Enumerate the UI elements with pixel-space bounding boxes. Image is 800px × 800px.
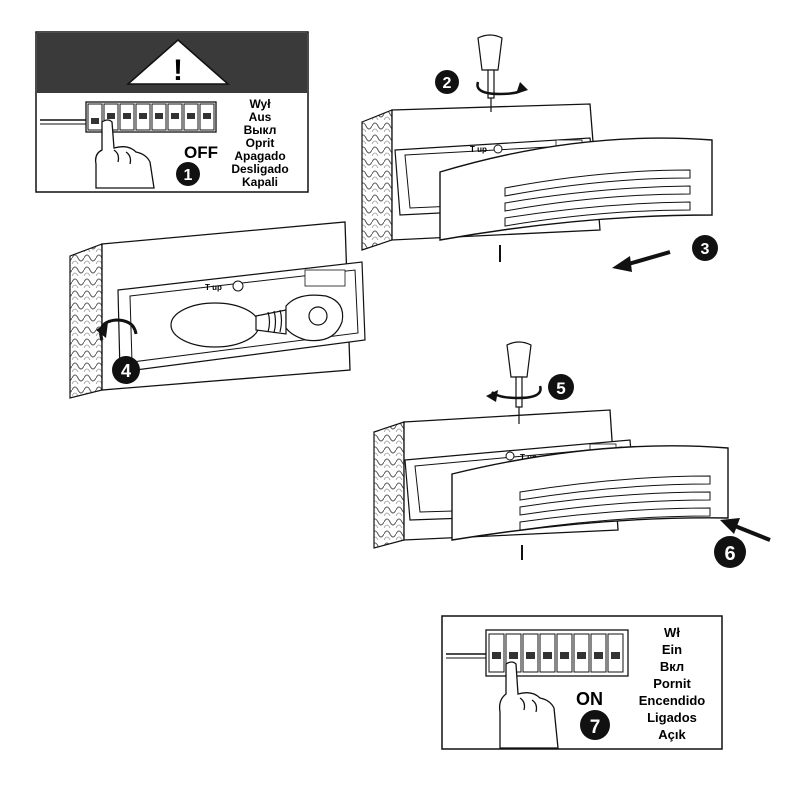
- step-4-number: 4: [121, 361, 131, 381]
- step-1-panel: ! OFF: [35, 31, 309, 193]
- arrow-icon-b: [720, 518, 771, 542]
- tup-label-a: T up: [470, 145, 487, 154]
- step-5-number: 5: [556, 379, 565, 398]
- off-lang-russian: Выкл: [244, 123, 277, 137]
- off-lang-german: Aus: [249, 110, 272, 124]
- on-label: ON: [576, 689, 603, 709]
- off-lang-portuguese: Desligado: [231, 162, 288, 176]
- tup-label-c: T up: [520, 453, 537, 462]
- step-6-badge: 6: [714, 536, 746, 568]
- warning-triangle-icon: !: [126, 39, 230, 87]
- bulb-icon: [170, 294, 344, 348]
- step-4-fixture: T up 4: [69, 221, 366, 399]
- off-languages-list: Wył Aus Выкл Oprit Apagado Desligado Kap…: [231, 97, 288, 189]
- lamp-cover-b: [451, 445, 729, 541]
- step-5-badge: 5: [548, 374, 574, 400]
- step-2-badge: 2: [435, 70, 459, 94]
- on-languages-list: Wł Ein Вкл Pornit Encendido Ligados Açık: [639, 625, 706, 742]
- on-lang-german: Ein: [662, 642, 682, 657]
- step-7-panel: ON 7 Wł Ein Вкл Pornit Encendido Ligados…: [441, 615, 723, 750]
- off-label: OFF: [184, 143, 218, 162]
- step-1-number: 1: [184, 167, 193, 184]
- step-2-number: 2: [443, 75, 452, 92]
- on-lang-romanian: Pornit: [653, 676, 691, 691]
- tup-label-b: T up: [205, 283, 222, 292]
- step-4-badge: 4: [112, 356, 140, 384]
- step-5-6-fixture: T up 5 6: [373, 341, 771, 568]
- on-lang-spanish: Encendido: [639, 693, 706, 708]
- step-7-number: 7: [590, 717, 601, 738]
- arrow-icon: [612, 250, 671, 272]
- lamp-cover-a: [439, 137, 713, 241]
- on-lang-portuguese: Ligados: [647, 710, 697, 725]
- hand-icon: [94, 119, 155, 189]
- screwdriver-icon-b: [506, 341, 532, 424]
- step-7-badge: 7: [580, 710, 610, 740]
- screwdriver-icon: [477, 34, 503, 112]
- on-lang-turkish: Açık: [658, 727, 686, 742]
- step-1-badge: 1: [176, 162, 200, 186]
- on-lang-polish: Wł: [664, 625, 680, 640]
- off-lang-polish: Wył: [249, 97, 271, 111]
- off-lang-turkish: Kapali: [242, 175, 278, 189]
- step-6-number: 6: [724, 543, 735, 565]
- off-lang-romanian: Oprit: [246, 136, 275, 150]
- on-lang-russian: Вкл: [660, 659, 684, 674]
- off-lang-spanish: Apagado: [234, 149, 285, 163]
- step-3-badge: 3: [692, 235, 718, 261]
- hand-icon-b: [498, 661, 559, 749]
- warning-symbol: !: [173, 54, 183, 87]
- step-3-number: 3: [701, 241, 710, 258]
- step-2-3-fixture: T up 2 3: [361, 34, 718, 272]
